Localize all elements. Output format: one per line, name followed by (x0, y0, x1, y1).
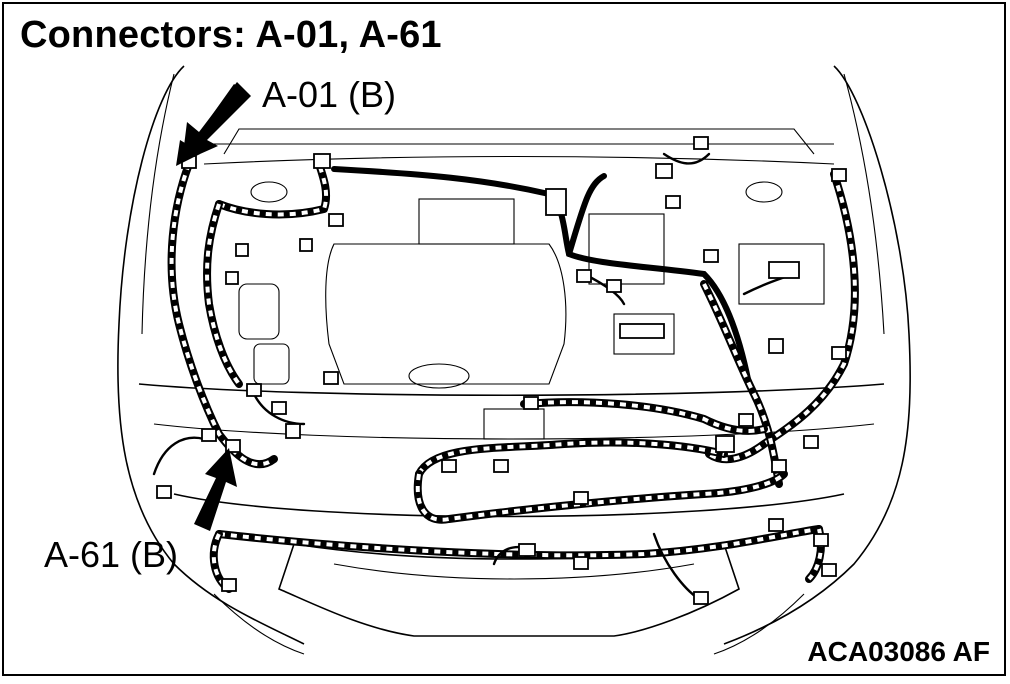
connectors (156, 136, 847, 605)
radiator-support (138, 383, 885, 397)
harness-front-cross (415, 438, 728, 478)
hood-outline (117, 65, 305, 645)
callout-a01: A-01 (B) (262, 74, 397, 115)
bumper-outline (173, 493, 845, 518)
grille-outline (278, 543, 740, 637)
arrow-a01-shaft (182, 82, 251, 162)
diagram-frame: Connectors: A-01, A-61 A-01 (B) A-61 (B)… (2, 2, 1006, 676)
callout-a61: A-61 (B) (44, 534, 179, 575)
diagram-title: Connectors: A-01, A-61 (20, 14, 442, 56)
connector-a61 (225, 439, 241, 453)
figure-code: ACA03086 AF (807, 636, 990, 667)
main-harness-top (331, 166, 752, 387)
arrow-a61-shaft (194, 448, 237, 531)
engine-block (325, 243, 567, 385)
engine-bay-illustration (117, 65, 911, 655)
hood-outline-right (723, 65, 911, 645)
